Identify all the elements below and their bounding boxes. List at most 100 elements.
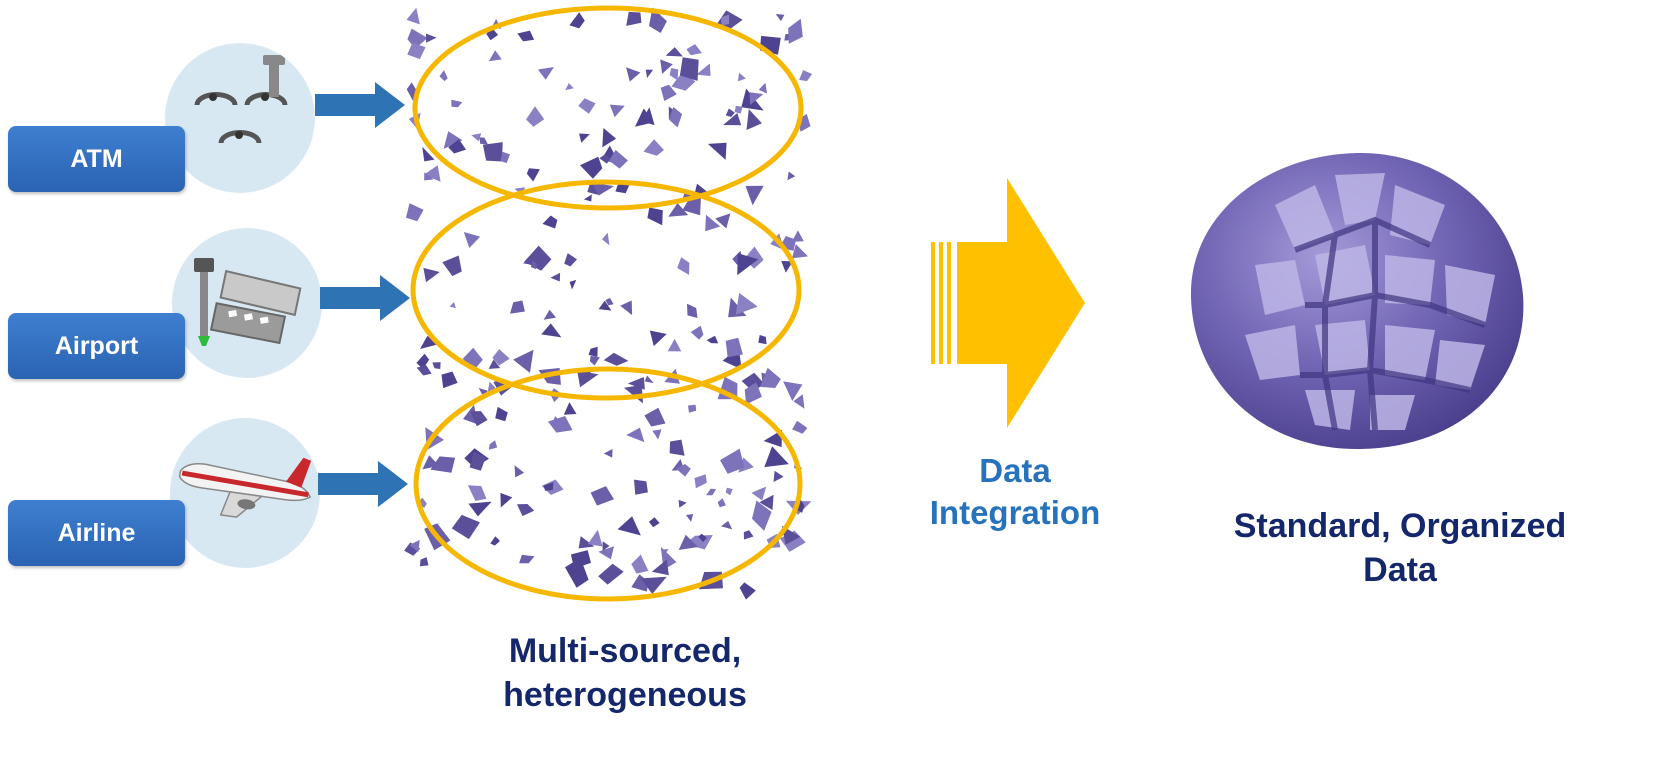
- data-fragment: [725, 487, 733, 496]
- data-fragment: [698, 533, 707, 543]
- data-fragment: [706, 335, 719, 344]
- airport-label-text: Airport: [54, 331, 139, 360]
- data-fragment: [598, 563, 624, 585]
- data-fragment: [678, 499, 687, 508]
- data-fragment: [514, 465, 525, 478]
- data-fragment: [531, 260, 537, 270]
- data-fragment: [660, 84, 677, 102]
- airline-data-ellipse: [413, 366, 803, 602]
- data-fragment: [439, 70, 448, 82]
- data-fragment: [578, 98, 596, 114]
- data-fragment: [687, 303, 698, 318]
- data-fragment: [640, 576, 667, 594]
- data-fragment: [451, 99, 463, 108]
- data-fragment: [578, 536, 595, 549]
- atm-icon-circle: [165, 43, 315, 193]
- data-fragment: [791, 230, 804, 242]
- data-fragment: [449, 302, 456, 309]
- data-fragment: [615, 183, 630, 194]
- data-integration-label: Data Integration: [905, 450, 1125, 534]
- data-fragment: [500, 151, 510, 163]
- data-fragment: [420, 335, 439, 349]
- source-label-airline: Airline: [8, 500, 185, 566]
- airport-arrow: [320, 275, 410, 321]
- data-fragment: [631, 554, 649, 574]
- data-fragment: [634, 479, 648, 495]
- data-fragment: [737, 72, 746, 82]
- source-label-airport: Airport: [8, 313, 185, 379]
- multi-sourced-caption: Multi-sourced, heterogeneous: [440, 630, 810, 717]
- data-fragments: [404, 7, 813, 600]
- data-fragment: [781, 261, 793, 273]
- data-fragment: [603, 352, 629, 366]
- data-fragment: [569, 279, 577, 290]
- data-fragment: [510, 300, 525, 314]
- data-fragment: [552, 416, 561, 424]
- data-fragment: [669, 106, 683, 128]
- data-fragment: [583, 194, 592, 202]
- data-fragment: [696, 63, 711, 76]
- data-fragment: [513, 349, 534, 373]
- data-fragment: [602, 541, 610, 551]
- data-fragment: [783, 381, 803, 401]
- data-fragment: [406, 7, 420, 25]
- data-fragment: [451, 514, 480, 540]
- data-fragment: [773, 470, 784, 482]
- data-fragment: [470, 411, 488, 427]
- atm-arrow: [315, 82, 405, 128]
- integration-line2: Integration: [929, 494, 1101, 532]
- data-fragment: [442, 255, 462, 277]
- airline-arrow: [318, 461, 408, 507]
- source-label-atm: ATM: [8, 126, 185, 192]
- integration-line1: Data: [979, 452, 1051, 489]
- data-fragment: [565, 557, 589, 588]
- data-fragment: [404, 542, 421, 556]
- data-fragment: [424, 172, 434, 181]
- data-fragment: [745, 185, 764, 206]
- data-fragment: [793, 394, 805, 409]
- data-fragment: [679, 57, 699, 81]
- organized-data-sphere: [1190, 152, 1524, 450]
- data-fragment: [543, 482, 554, 491]
- data-fragment: [526, 106, 545, 127]
- data-fragment: [620, 300, 633, 316]
- data-fragment: [645, 69, 654, 78]
- data-fragment: [648, 517, 660, 528]
- airport-data-ellipse: [410, 179, 802, 401]
- data-fragment: [430, 456, 456, 473]
- data-fragment: [441, 371, 458, 389]
- data-fragment: [643, 139, 664, 156]
- data-fragment: [752, 500, 772, 531]
- data-fragment: [764, 446, 789, 468]
- data-fragment: [688, 404, 697, 413]
- data-fragment: [717, 498, 726, 508]
- data-fragment: [758, 335, 767, 345]
- data-fragment: [647, 207, 663, 226]
- data-fragment: [660, 59, 673, 74]
- data-fragment: [763, 429, 782, 448]
- control-tower-icon: [194, 55, 288, 144]
- data-fragment: [609, 149, 628, 169]
- multi-sourced-line1: Multi-sourced,: [508, 632, 742, 670]
- data-fragment: [598, 300, 612, 311]
- data-fragment: [541, 323, 562, 338]
- data-fragment: [741, 372, 764, 393]
- data-fragment: [599, 154, 611, 164]
- data-fragment: [751, 486, 767, 501]
- data-fragment: [579, 133, 590, 143]
- data-fragment: [587, 529, 603, 547]
- data-fragment: [686, 514, 694, 522]
- data-fragment: [602, 232, 610, 246]
- data-fragment: [644, 407, 666, 427]
- data-fragment: [715, 213, 731, 229]
- data-fragment: [749, 92, 764, 105]
- data-fragment: [644, 375, 654, 384]
- data-fragment: [490, 536, 500, 546]
- heterogeneous-data-scatter: [404, 5, 813, 602]
- data-fragment: [423, 165, 441, 182]
- data-fragment: [721, 14, 730, 26]
- data-fragment: [543, 309, 556, 320]
- data-fragment: [565, 83, 574, 91]
- data-fragment: [419, 557, 429, 567]
- data-fragment: [423, 267, 440, 283]
